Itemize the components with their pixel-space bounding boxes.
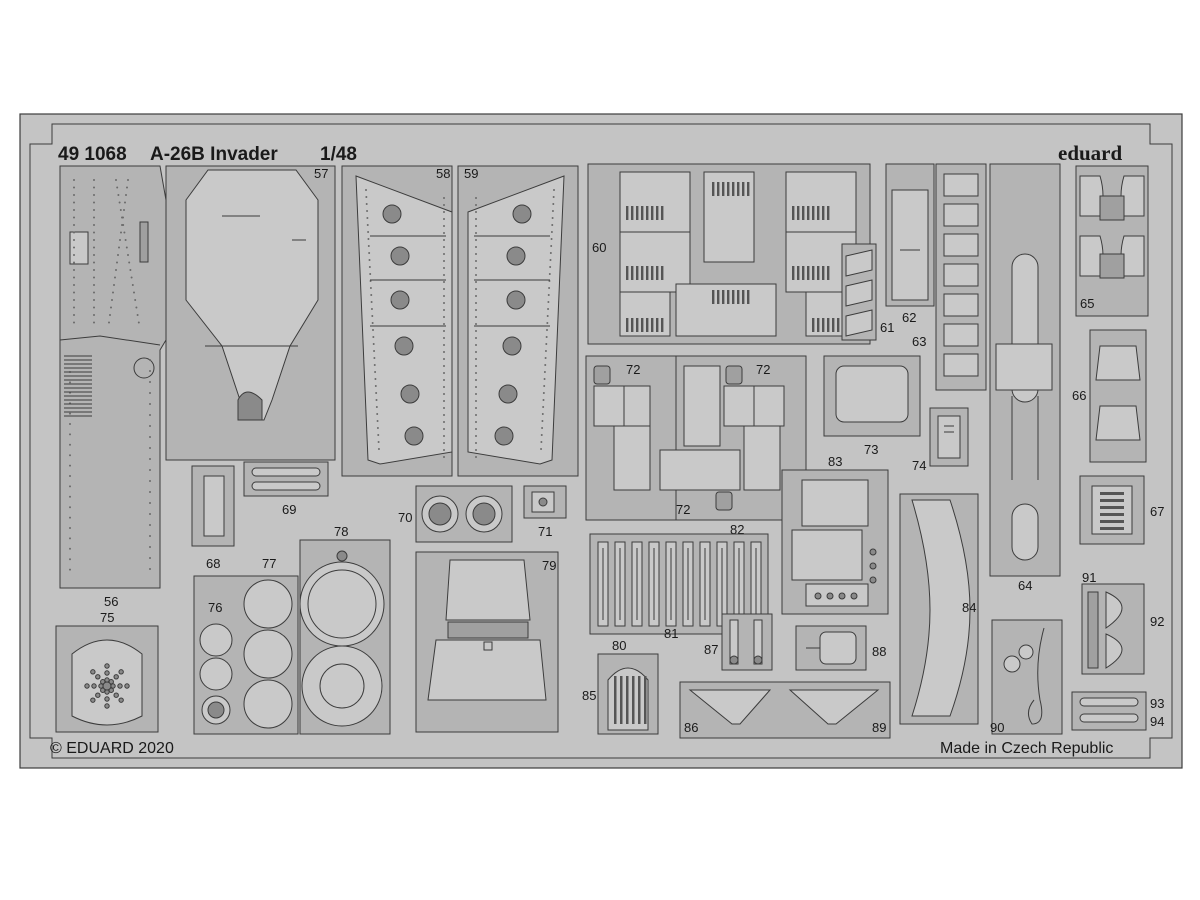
part-70 [415, 485, 513, 543]
part-90 [991, 619, 1063, 735]
part-59 [457, 165, 579, 477]
part-58 [341, 165, 453, 477]
part-63 [935, 163, 987, 391]
part-90-number: 90 [990, 720, 1004, 735]
part-86-89 [679, 681, 891, 739]
fret-inner-edge [29, 123, 1173, 759]
part-68-number: 68 [206, 556, 220, 571]
part-56 [59, 165, 167, 589]
part-65-number: 65 [1080, 296, 1094, 311]
part-91-92 [1081, 583, 1145, 675]
part-85-number: 85 [582, 688, 596, 703]
part-88-number: 88 [872, 644, 886, 659]
part-72-number-right: 72 [756, 362, 770, 377]
part-61 [841, 243, 877, 341]
part-63-number: 63 [912, 334, 926, 349]
part-82-number: 82 [730, 522, 744, 537]
part-68 [191, 465, 235, 547]
part-62 [885, 163, 935, 307]
part-93-94 [1071, 691, 1147, 731]
brand-logo: eduard [1058, 141, 1123, 165]
part-72-number-bottom: 72 [676, 502, 690, 517]
part-64-number: 64 [1018, 578, 1032, 593]
part-91-number: 91 [1082, 570, 1096, 585]
part-67-number: 67 [1150, 504, 1164, 519]
part-80-81 [589, 533, 769, 635]
part-83-number: 83 [828, 454, 842, 469]
part-79 [415, 551, 559, 733]
part-77-number: 77 [262, 556, 276, 571]
part-75-number: 75 [100, 610, 114, 625]
part-84 [899, 493, 979, 725]
part-78-number: 78 [334, 524, 348, 539]
part-66-number: 66 [1072, 388, 1086, 403]
part-76-77 [193, 575, 299, 735]
part-69 [243, 461, 329, 497]
part-69-number: 69 [282, 502, 296, 517]
part-64 [989, 163, 1061, 577]
part-80-number: 80 [612, 638, 626, 653]
scale-label: 1/48 [320, 144, 357, 165]
part-94-number: 94 [1150, 714, 1164, 729]
part-66 [1089, 329, 1147, 463]
part-83 [781, 469, 889, 615]
part-73-number: 73 [864, 442, 878, 457]
part-67 [1079, 475, 1145, 545]
part-60 [587, 163, 871, 345]
part-72 [585, 355, 807, 521]
part-74-number: 74 [912, 458, 926, 473]
part-57-number: 57 [314, 166, 328, 181]
part-71 [523, 485, 567, 519]
part-87-number: 87 [704, 642, 718, 657]
part-93-number: 93 [1150, 696, 1164, 711]
part-78 [299, 539, 391, 735]
part-59-number: 59 [464, 166, 478, 181]
product-name: A-26B Invader [150, 144, 278, 165]
part-71-number: 71 [538, 524, 552, 539]
part-73 [823, 355, 921, 437]
part-62-number: 62 [902, 310, 916, 325]
copyright-text: © EDUARD 2020 [50, 740, 174, 757]
part-65 [1075, 165, 1149, 317]
part-76-number: 76 [208, 600, 222, 615]
part-57 [165, 165, 336, 461]
part-75 [55, 625, 159, 733]
part-85 [597, 653, 659, 735]
part-89-number: 89 [872, 720, 886, 735]
part-58-number: 58 [436, 166, 450, 181]
part-56-number: 56 [104, 594, 118, 609]
origin-text: Made in Czech Republic [940, 740, 1113, 757]
part-88 [795, 625, 867, 671]
part-87 [721, 613, 773, 671]
part-74 [929, 407, 969, 467]
part-84-number: 84 [962, 600, 976, 615]
part-60-number: 60 [592, 240, 606, 255]
part-61-number: 61 [880, 320, 894, 335]
part-86-number: 86 [684, 720, 698, 735]
part-81-number: 81 [664, 626, 678, 641]
product-number: 49 1068 [58, 144, 127, 165]
part-79-number: 79 [542, 558, 556, 573]
part-92-number: 92 [1150, 614, 1164, 629]
part-70-number: 70 [398, 510, 412, 525]
part-72-number-left: 72 [626, 362, 640, 377]
